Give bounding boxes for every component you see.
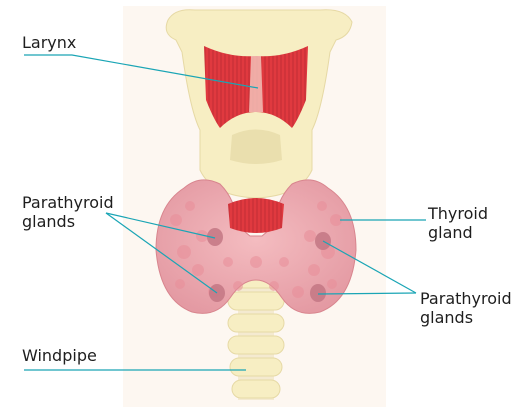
label-thyroid-line2: gland [428,223,488,242]
label-thyroid-line1: Thyroid [428,204,488,223]
label-larynx-text: Larynx [22,33,76,52]
label-parathyroid-right-line1: Parathyroid [420,289,512,308]
label-windpipe: Windpipe [22,346,97,365]
label-parathyroid-left-line1: Parathyroid [22,193,114,212]
label-larynx: Larynx [22,33,76,52]
label-parathyroid-right-line2: glands [420,308,512,327]
label-thyroid: Thyroid gland [428,204,488,242]
parathyroid-lower-right [310,284,326,302]
label-parathyroid-left-line2: glands [22,212,114,231]
label-parathyroid-left: Parathyroid glands [22,193,114,231]
label-windpipe-text: Windpipe [22,346,97,365]
label-parathyroid-right: Parathyroid glands [420,289,512,327]
